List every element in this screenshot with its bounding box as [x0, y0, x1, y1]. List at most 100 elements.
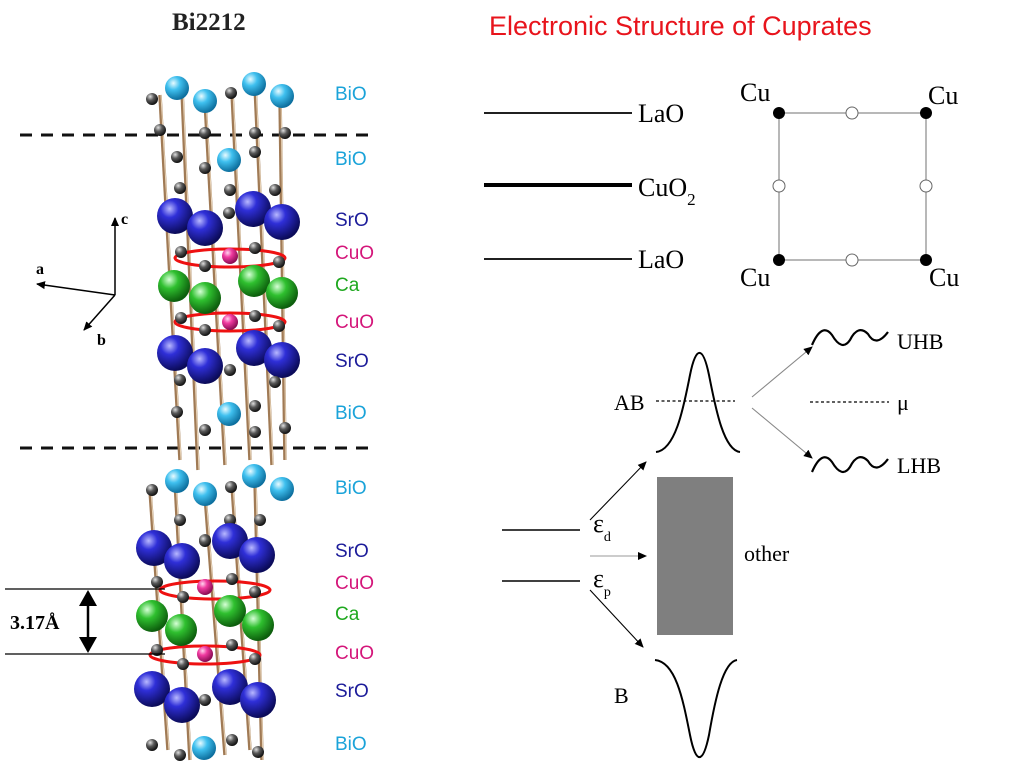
cu-site — [920, 107, 932, 119]
sr-atom — [239, 537, 275, 573]
o-atom — [177, 591, 189, 603]
o-atom — [226, 573, 238, 585]
o-atom — [249, 242, 261, 254]
ca-atom — [158, 270, 190, 302]
o-atom — [254, 514, 266, 526]
cuo2-ring — [158, 579, 272, 601]
ca-atom — [266, 277, 298, 309]
axis-c-label: c — [121, 211, 128, 228]
bi-atom — [165, 76, 189, 100]
cu-label-bottom-left: Cu — [740, 263, 770, 292]
o-atom — [249, 426, 261, 438]
bi-atom — [242, 72, 266, 96]
bi-atom — [217, 402, 241, 426]
o-atom — [146, 93, 158, 105]
layer-label-cuo: CuO — [335, 312, 374, 333]
bi-atom — [242, 464, 266, 488]
split-arrow-up — [751, 346, 813, 398]
o-atom — [252, 746, 264, 758]
o-atom — [174, 749, 186, 761]
o-site — [919, 179, 933, 193]
o-atom — [269, 376, 281, 388]
sr-atom — [136, 530, 172, 566]
o-atom — [171, 151, 183, 163]
o-atom — [175, 246, 187, 258]
o-atom — [199, 127, 211, 139]
o-site — [845, 106, 859, 120]
cu-atom — [222, 248, 238, 264]
o-atom — [174, 514, 186, 526]
axis-a-label: a — [36, 261, 44, 278]
o-atom — [249, 310, 261, 322]
mu-label: μ — [897, 390, 909, 415]
hybrid-arrow-up — [589, 461, 647, 521]
lhb-wave — [810, 456, 889, 474]
split-arrow-down — [751, 407, 813, 459]
o-atom — [223, 207, 235, 219]
ca-atom — [189, 282, 221, 314]
o-atom — [199, 260, 211, 272]
o-atom — [199, 535, 211, 547]
bi-atom — [193, 89, 217, 113]
cu-atom — [222, 314, 238, 330]
o-atom — [249, 586, 261, 598]
o-atom — [171, 406, 183, 418]
o-atom — [269, 184, 281, 196]
sr-atom — [134, 671, 170, 707]
o-atom — [224, 184, 236, 196]
cu-label-bottom-right: Cu — [929, 263, 959, 292]
o-atom — [249, 127, 261, 139]
o-atom — [177, 658, 189, 670]
ca-atom — [214, 595, 246, 627]
layer-label-bio: BiO — [335, 478, 367, 499]
band-diagram: AB B UHB μ LHB εd εp othe — [502, 329, 943, 758]
layer-label-sro: SrO — [335, 541, 369, 562]
bi-atom — [270, 84, 294, 108]
ca-atom — [238, 265, 270, 297]
eps-p-label: εp — [593, 564, 611, 600]
crystal-structure-panel: Bi2212 BiOBiOSrOCuOCaCuOSrOBiOBiOSrOCuOC… — [5, 9, 375, 761]
bonding-band-curve — [654, 659, 738, 758]
layer-label-ca: Ca — [335, 604, 360, 625]
sr-atom — [212, 523, 248, 559]
o-atom — [154, 124, 166, 136]
bi-atom — [270, 477, 294, 501]
cu-label-top-right: Cu — [928, 81, 958, 110]
o-atom — [174, 374, 186, 386]
sr-atom — [236, 330, 272, 366]
electronic-structure-panel: Electronic Structure of Cuprates LaO CuO… — [484, 11, 959, 758]
antibonding-band-curve — [655, 352, 741, 453]
sr-atom — [164, 687, 200, 723]
o-atom — [199, 324, 211, 336]
crystal-title: Bi2212 — [172, 9, 246, 36]
sr-atom — [212, 669, 248, 705]
axes-icon: c a b — [36, 211, 128, 349]
o-atom — [249, 653, 261, 665]
bi-atom — [165, 469, 189, 493]
o-atom — [249, 146, 261, 158]
bi-atom — [192, 736, 216, 760]
layer-label-bio: BiO — [335, 84, 367, 105]
cuo2-ring — [173, 311, 287, 333]
uhb-wave — [810, 329, 889, 347]
o-atom — [273, 320, 285, 332]
other-bands-box — [657, 477, 733, 635]
o-atom — [199, 694, 211, 706]
o-atom — [273, 256, 285, 268]
o-atom — [224, 514, 236, 526]
o-atom — [174, 182, 186, 194]
layer-label-ca: Ca — [335, 275, 360, 296]
ca-atom — [136, 600, 168, 632]
layer-labels: BiOBiOSrOCuOCaCuOSrOBiOBiOSrOCuOCaCuOSrO… — [335, 84, 374, 755]
o-site — [845, 253, 859, 267]
o-atom — [225, 481, 237, 493]
lhb-label: LHB — [897, 453, 941, 478]
layer-label-sro: SrO — [335, 681, 369, 702]
cu-site — [920, 254, 932, 266]
lao-top-label: LaO — [638, 99, 684, 128]
bond-rod — [180, 89, 200, 471]
sr-atom — [264, 342, 300, 378]
layer-label-cuo: CuO — [335, 243, 374, 264]
o-atom — [151, 644, 163, 656]
